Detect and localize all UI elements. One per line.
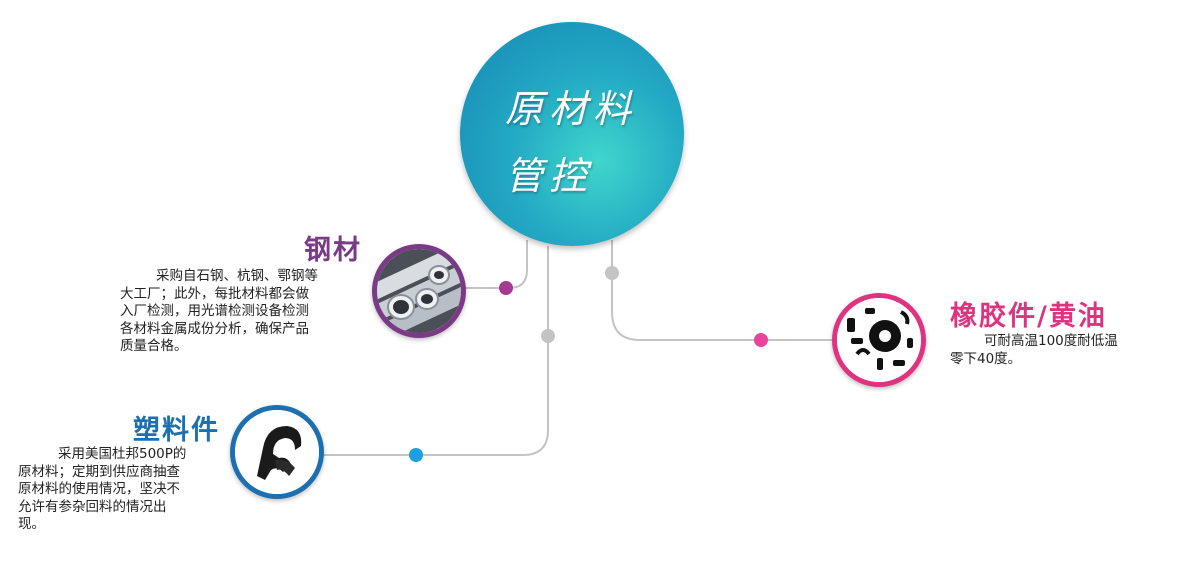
rubber-parts-icon: [832, 293, 926, 387]
plastic-desc-line: 采用美国杜邦500P的: [58, 446, 187, 462]
steel-desc-line: 大工厂；此外，每批材料都会做: [120, 285, 309, 302]
plastic-desc-line: 原材料；定期到供应商抽查: [18, 463, 180, 480]
plastic-desc-line: 原材料的使用情况，坚决不: [18, 481, 180, 497]
steel-desc-line: 质量合格。: [120, 338, 188, 354]
dot-rubber: [754, 333, 768, 347]
rubber-title: 橡胶件/黄油: [950, 301, 1107, 332]
center-title-line1: 原材料: [505, 87, 638, 131]
plastic-title: 塑料件: [133, 415, 220, 446]
center-circle: [460, 22, 684, 246]
rubber-desc-line: 零下40度。: [950, 350, 1022, 367]
plastic-desc-line: 现。: [18, 516, 45, 532]
dot-top-gray: [605, 266, 619, 280]
dot-steel: [499, 281, 513, 295]
dot-plastic: [409, 448, 423, 462]
dot-mid-gray: [541, 329, 555, 343]
plastic-part-icon: [230, 405, 324, 499]
rubber-desc-line: 可耐高温100度耐低温: [984, 333, 1118, 349]
rubber-description: 可耐高温100度耐低温 零下40度。: [950, 333, 1170, 368]
steel-desc-line: 采购自石钢、杭钢、鄂钢等: [156, 268, 318, 284]
plastic-description: 采用美国杜邦500P的 原材料；定期到供应商抽查 原材料的使用情况，坚决不 允许…: [18, 446, 218, 534]
steel-title: 钢材: [304, 235, 362, 266]
steel-pipes-icon: [372, 244, 466, 338]
steel-description: 采购自石钢、杭钢、鄂钢等 大工厂；此外，每批材料都会做 入厂检测，用光谱检测设备…: [120, 268, 360, 356]
steel-desc-line: 入厂检测，用光谱检测设备检测: [120, 303, 309, 319]
center-title-line2: 管控: [505, 154, 594, 198]
steel-desc-line: 各材料金属成份分析，确保产品: [120, 320, 309, 337]
plastic-desc-line: 允许有参杂回料的情况出: [18, 498, 167, 515]
